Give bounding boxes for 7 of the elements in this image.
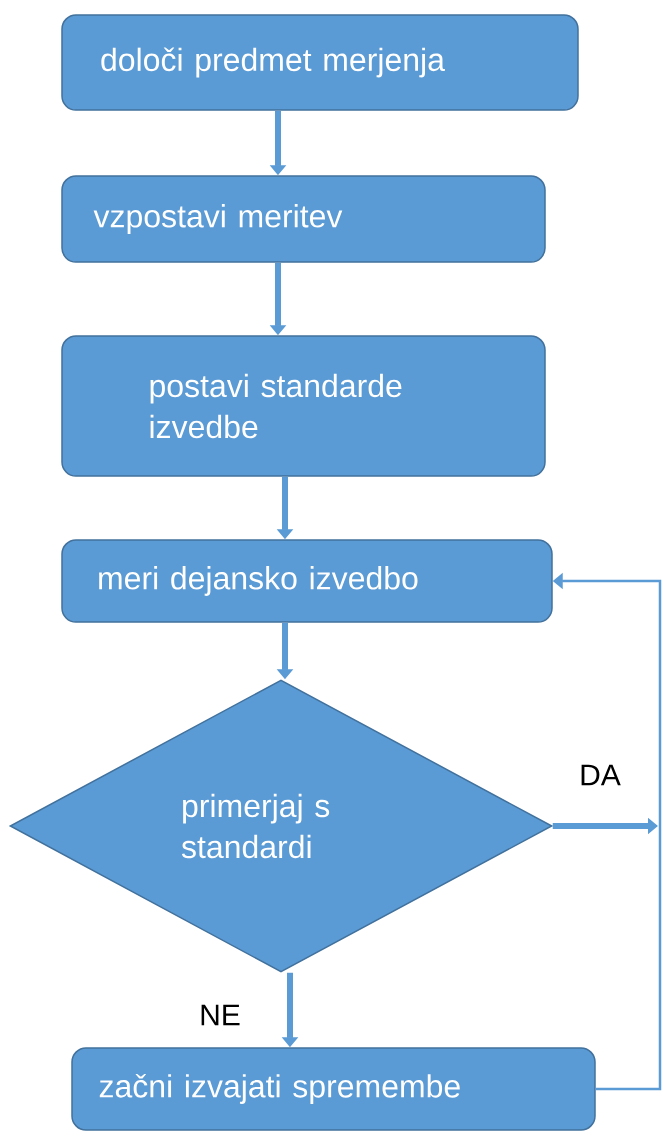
edge-label: NE [197, 1002, 243, 1028]
process-box: meri dejansko izvedbo [61, 539, 553, 623]
process-box: postavi standarde izvedbe [61, 335, 546, 477]
edge-label: DA [577, 762, 623, 788]
process-box: določi predmet merjenja [61, 14, 579, 111]
process-box: začni izvajati spremembe [71, 1047, 596, 1131]
process-box: vzpostavi meritev [61, 175, 546, 263]
